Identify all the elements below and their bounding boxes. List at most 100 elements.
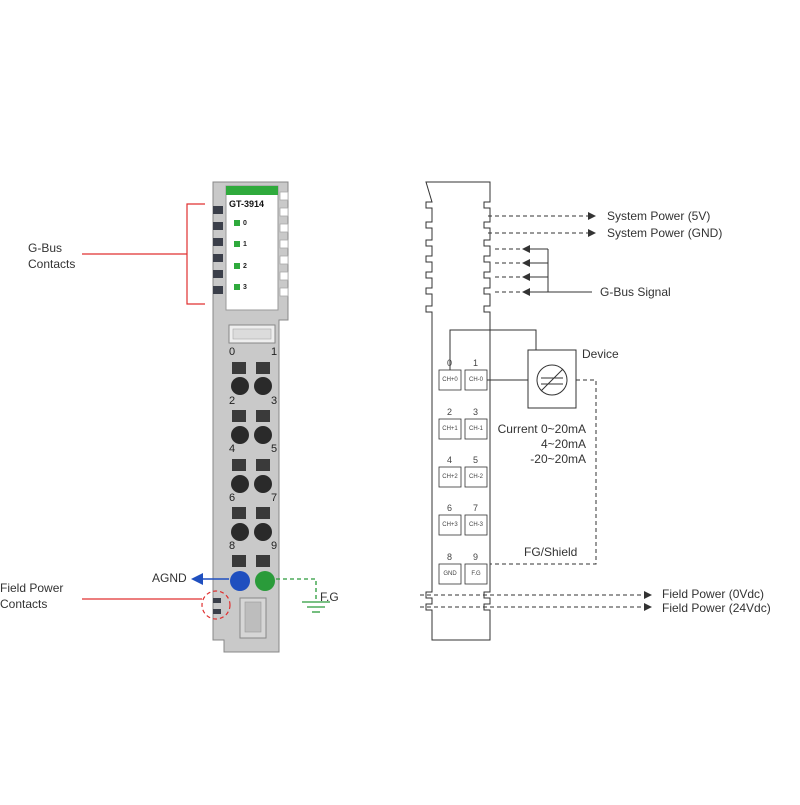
device-label: Device [582, 347, 619, 361]
terminal-number-5: 5 [271, 443, 278, 455]
ch-box [464, 514, 488, 536]
fg-terminal [255, 571, 275, 591]
system-power-5v-label: System Power (5V) [607, 209, 711, 223]
ch-box-label: CH-3 [468, 522, 483, 528]
status-leds [234, 220, 240, 290]
ch-box [464, 418, 488, 440]
pin-number-4: 4 [447, 455, 453, 465]
pin-number-2: 2 [447, 407, 453, 417]
gbus-contact [213, 222, 223, 230]
field-power-lines [420, 591, 652, 611]
ch-box-label: CH+0 [442, 377, 458, 383]
ch-box [438, 563, 462, 585]
gbus-contact [213, 238, 223, 246]
terminal-number-1: 1 [271, 346, 278, 358]
fg-ground [276, 578, 330, 613]
current-range-line3: -20~20mA [530, 452, 586, 466]
led-label-2: 2 [243, 263, 247, 270]
system-power-lines [488, 212, 596, 237]
terminal-number-6: 6 [229, 492, 236, 504]
shield-line [490, 379, 597, 565]
gbus-contact [213, 254, 223, 262]
pin-number-3: 3 [473, 407, 479, 417]
ch-box-label: GND [443, 571, 457, 577]
terminal-slots [232, 362, 270, 567]
current-range-line1: Current 0~20mA [497, 422, 586, 436]
led-label-0: 0 [243, 220, 247, 227]
channel-boxes [438, 369, 488, 585]
module-header-strip [226, 186, 278, 195]
agnd-label: AGND [152, 571, 187, 585]
ch-box [438, 418, 462, 440]
ch-box-label: CH+3 [442, 522, 458, 528]
pin-number-6: 6 [447, 503, 453, 513]
device-wiring [449, 329, 537, 381]
led-label-1: 1 [243, 241, 247, 248]
ch-box-label: CH-0 [468, 377, 483, 383]
agnd-terminal [230, 571, 250, 591]
led-label-3: 3 [243, 284, 247, 291]
pin-number-9: 9 [473, 552, 479, 562]
ch-box [438, 514, 462, 536]
schematic-outline [425, 181, 491, 641]
field-power-callout-label: Field Power Contacts [0, 580, 63, 612]
gbus-label-line1: G-Bus [28, 241, 63, 255]
terminal-hole [254, 426, 272, 444]
field-power-callout [82, 590, 231, 620]
gbus-contact [213, 270, 223, 278]
terminal-hole [231, 523, 249, 541]
terminal-hole [254, 523, 272, 541]
module-cooling-fins [279, 191, 289, 297]
terminal-hole [231, 426, 249, 444]
device-box [527, 349, 577, 409]
gbus-contact [213, 286, 223, 294]
terminal-number-3: 3 [271, 395, 278, 407]
terminal-number-7: 7 [271, 492, 278, 504]
ch-box-label: CH+2 [442, 474, 458, 480]
current-range-line2: 4~20mA [540, 437, 586, 451]
field-power-24v-label: Field Power (24Vdc) [662, 601, 771, 615]
ch-box-label: CH+1 [442, 426, 458, 432]
terminal-number-9: 9 [271, 540, 278, 552]
pin-number-7: 7 [473, 503, 479, 513]
pin-number-1: 1 [473, 358, 479, 368]
module-model: GT-3914 [229, 199, 265, 209]
pin-number-0: 0 [447, 358, 453, 368]
terminal-hole [231, 475, 249, 493]
gbus-signal-label: G-Bus Signal [600, 285, 671, 299]
ch-box [438, 466, 462, 488]
led-2 [234, 263, 240, 269]
current-range-label: Current 0~20mA 4~20mA -20~20mA [494, 422, 586, 467]
terminal-hole [254, 377, 272, 395]
gbus-signal-lines [494, 245, 592, 296]
terminal-number-0: 0 [229, 346, 236, 358]
led-1 [234, 241, 240, 247]
field-power-0v-label: Field Power (0Vdc) [662, 587, 765, 601]
gbus-contacts [213, 206, 223, 294]
ch-box [464, 466, 488, 488]
fg-label: F.G [320, 590, 339, 604]
led-3 [234, 284, 240, 290]
terminal-holes [231, 377, 272, 541]
gbus-label-line2: Contacts [28, 257, 76, 271]
gbus-callout [82, 203, 205, 305]
field-power-contacts [213, 598, 221, 614]
ch-box-label: CH-1 [468, 426, 483, 432]
pin-number-8: 8 [447, 552, 453, 562]
device-symbol [536, 364, 568, 396]
pin-number-5: 5 [473, 455, 479, 465]
led-0 [234, 220, 240, 226]
module-illustration [212, 181, 289, 653]
gbus-contact [213, 206, 223, 214]
terminal-number-2: 2 [229, 395, 236, 407]
terminal-hole [254, 475, 272, 493]
gbus-callout-label: G-Bus Contacts [28, 240, 75, 272]
fg-shield-label: FG/Shield [524, 545, 578, 559]
field-label-line2: Contacts [0, 597, 48, 611]
terminal-number-8: 8 [229, 540, 236, 552]
terminal-hole [231, 377, 249, 395]
field-label-line1: Field Power [0, 581, 64, 595]
ch-box-label: CH-2 [468, 474, 483, 480]
system-power-gnd-label: System Power (GND) [607, 226, 723, 240]
